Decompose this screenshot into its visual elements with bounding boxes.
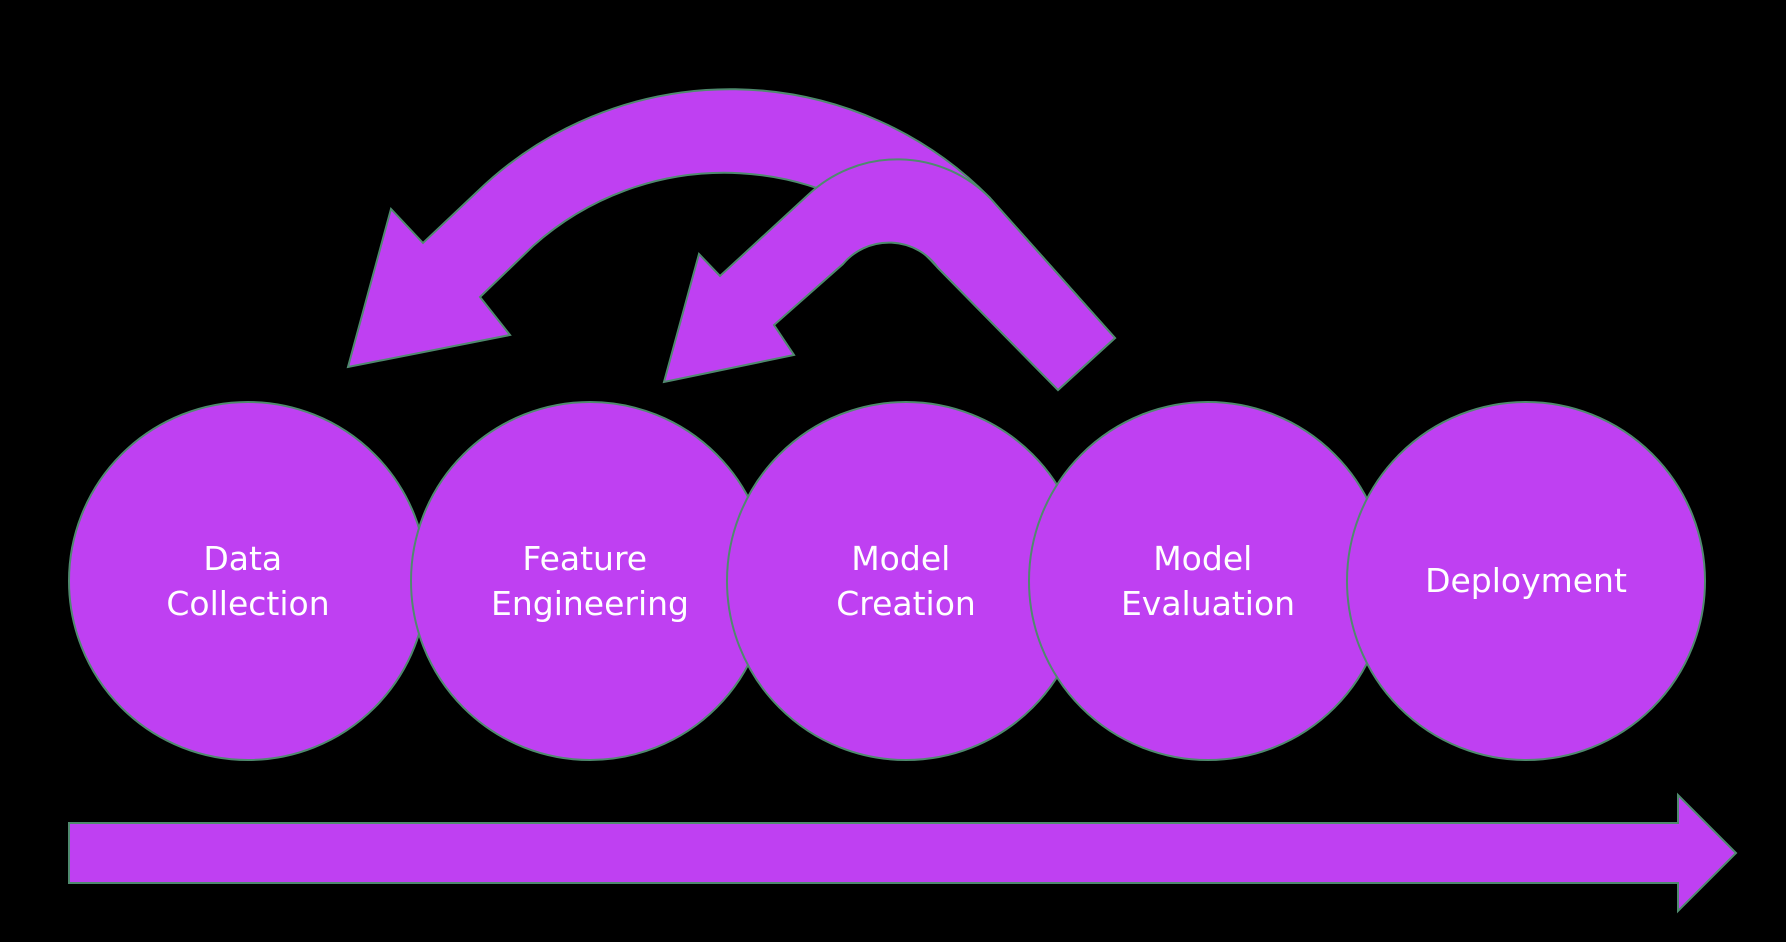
- stage-circles: [68, 401, 1706, 761]
- stage-circle-deployment: [1346, 401, 1706, 761]
- stage-label-line: Model: [1153, 539, 1252, 578]
- stage-label-line: Feature: [522, 539, 647, 578]
- stage-labels: Data Collection Feature Engineering Mode…: [166, 539, 1627, 623]
- stage-label-model-evaluation: Model Evaluation: [1121, 539, 1295, 623]
- stage-label-deployment: Deployment: [1425, 561, 1627, 600]
- stage-label-model-creation: Model Creation: [836, 539, 976, 623]
- stage-label-line: Creation: [836, 584, 976, 623]
- stage-circle-data-collection: [68, 401, 428, 761]
- feedback-arrow-to-feature-engineering: [662, 158, 1117, 392]
- progress-arrow: [68, 792, 1738, 914]
- stage-circle-model-evaluation: [1028, 401, 1388, 761]
- stage-label-line: Data: [203, 539, 282, 578]
- stage-label-line: Model: [851, 539, 950, 578]
- stage-circle-feature-engineering: [410, 401, 770, 761]
- stage-label-feature-engineering: Feature Engineering: [491, 539, 689, 623]
- stage-label-line: Deployment: [1425, 561, 1627, 600]
- stage-label-line: Collection: [166, 584, 329, 623]
- stage-label-data-collection: Data Collection: [166, 539, 329, 623]
- stage-label-line: Engineering: [491, 584, 689, 623]
- stage-label-line: Evaluation: [1121, 584, 1295, 623]
